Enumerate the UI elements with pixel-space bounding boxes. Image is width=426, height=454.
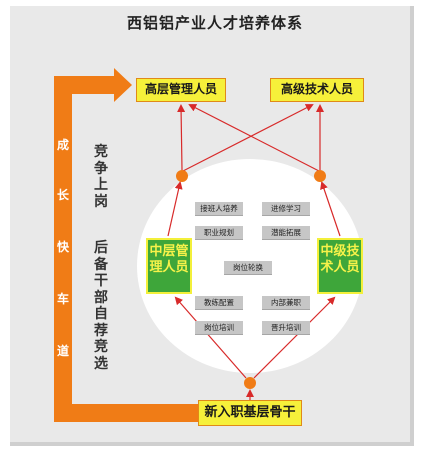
line-bottom-node-to-green-tech	[253, 296, 336, 379]
node-right	[314, 170, 326, 182]
node-left	[176, 170, 188, 182]
new-staff-box: 新入职基层骨干	[198, 400, 302, 426]
growth-char-2: 长	[56, 188, 69, 202]
compete-label: 竞争上岗	[94, 144, 108, 210]
line-bottom-node-to-green-mid	[174, 296, 247, 379]
program-job-training: 岗位培训	[195, 321, 243, 335]
line-node-left-to-tech	[182, 104, 314, 172]
line-node-left-to-mgmt	[177, 104, 186, 171]
growth-char-1: 成	[56, 138, 69, 152]
line-node-right-to-mgmt	[188, 104, 320, 172]
program-advanced-study: 进修学习	[262, 202, 310, 216]
node-bottom	[244, 377, 256, 389]
senior-technical-box: 高级技术人员	[270, 78, 364, 102]
diagram-title: 西铝铝产业人才培养体系	[126, 14, 303, 32]
growth-char-3: 快	[56, 240, 69, 254]
growth-char-5: 道	[56, 344, 69, 358]
middle-management-label: 中层管理人员	[149, 244, 189, 275]
growth-path-vertical	[54, 76, 72, 422]
program-mentoring: 教练配置	[195, 296, 243, 310]
growth-path-top	[54, 76, 116, 94]
program-job-rotation: 岗位轮换	[224, 261, 272, 275]
middle-management-box: 中层管理人员	[146, 238, 192, 294]
line-green-mid-to-node	[167, 181, 183, 237]
growth-path-bottom	[54, 404, 200, 422]
line-green-tech-to-node	[320, 181, 341, 237]
senior-management-box: 高层管理人员	[136, 78, 226, 102]
program-career-planning: 职业规划	[195, 226, 243, 240]
program-promotion-training: 晋升培训	[262, 321, 310, 335]
growth-path-arrowhead	[114, 68, 132, 102]
program-successor-training: 接班人培养	[195, 202, 243, 216]
middle-technical-box: 中级技术人员	[317, 238, 363, 294]
program-internal-parttime: 内部兼职	[262, 296, 310, 310]
growth-char-4: 车	[56, 292, 69, 306]
program-potential-development: 潜能拓展	[262, 226, 310, 240]
middle-technical-label: 中级技术人员	[320, 244, 360, 275]
reserve-cadre-label: 后备干部自荐竞选	[94, 240, 108, 372]
